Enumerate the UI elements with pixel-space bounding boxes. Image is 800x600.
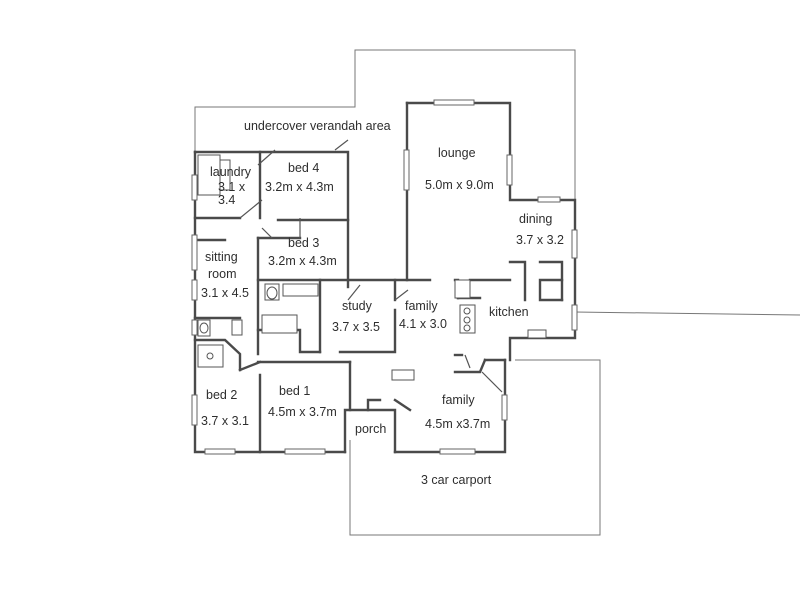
bed4-dims: 3.2m x 4.3m: [265, 180, 334, 194]
verandah-label: undercover verandah area: [244, 119, 391, 133]
study-dims: 3.7 x 3.5: [332, 320, 380, 334]
shower-1: [261, 314, 298, 334]
bed4-label: bed 4: [288, 161, 319, 175]
sitting-dims: 3.1 x 4.5: [201, 286, 249, 300]
interior-walls: [193, 150, 564, 454]
room-labels: undercover verandah area laundry 3.1 x 3…: [201, 119, 564, 487]
kitchen-sink: [527, 329, 547, 339]
bed3-label: bed 3: [288, 236, 319, 250]
doors: [239, 139, 503, 393]
lounge-dims: 5.0m x 9.0m: [425, 178, 494, 192]
entry-table: [391, 369, 415, 381]
family2-dims: 4.5m x3.7m: [425, 417, 490, 431]
family1-label: family: [405, 299, 438, 313]
porch-label: porch: [355, 422, 386, 436]
vanity-2: [231, 319, 243, 336]
sitting-label-1: sitting: [205, 250, 238, 264]
laundry-label: laundry: [210, 165, 252, 179]
vanity-1: [282, 283, 319, 297]
carport-outline: [349, 359, 601, 536]
family1-dims: 4.1 x 3.0: [399, 317, 447, 331]
exterior-walls: [193, 101, 577, 454]
laundry-bench: [219, 159, 231, 191]
bed2-label: bed 2: [206, 388, 237, 402]
windows: [191, 99, 578, 455]
bed1-label: bed 1: [279, 384, 310, 398]
family2-label: family: [442, 393, 475, 407]
laundry-dims-2: 3.4: [218, 193, 235, 207]
bed1-dims: 4.5m x 3.7m: [268, 405, 337, 419]
bed3-dims: 3.2m x 4.3m: [268, 254, 337, 268]
laundry-dims-1: 3.1 x: [218, 180, 246, 194]
verandah-outline: [194, 49, 800, 316]
lounge-label: lounge: [438, 146, 476, 160]
sitting-label-2: room: [208, 267, 236, 281]
fixtures: [197, 154, 547, 381]
bed2-dims: 3.7 x 3.1: [201, 414, 249, 428]
dining-label: dining: [519, 212, 552, 226]
fridge: [454, 279, 471, 299]
study-label: study: [342, 299, 373, 313]
carport-label: 3 car carport: [421, 473, 492, 487]
kitchen-label: kitchen: [489, 305, 529, 319]
dining-dims: 3.7 x 3.2: [516, 233, 564, 247]
